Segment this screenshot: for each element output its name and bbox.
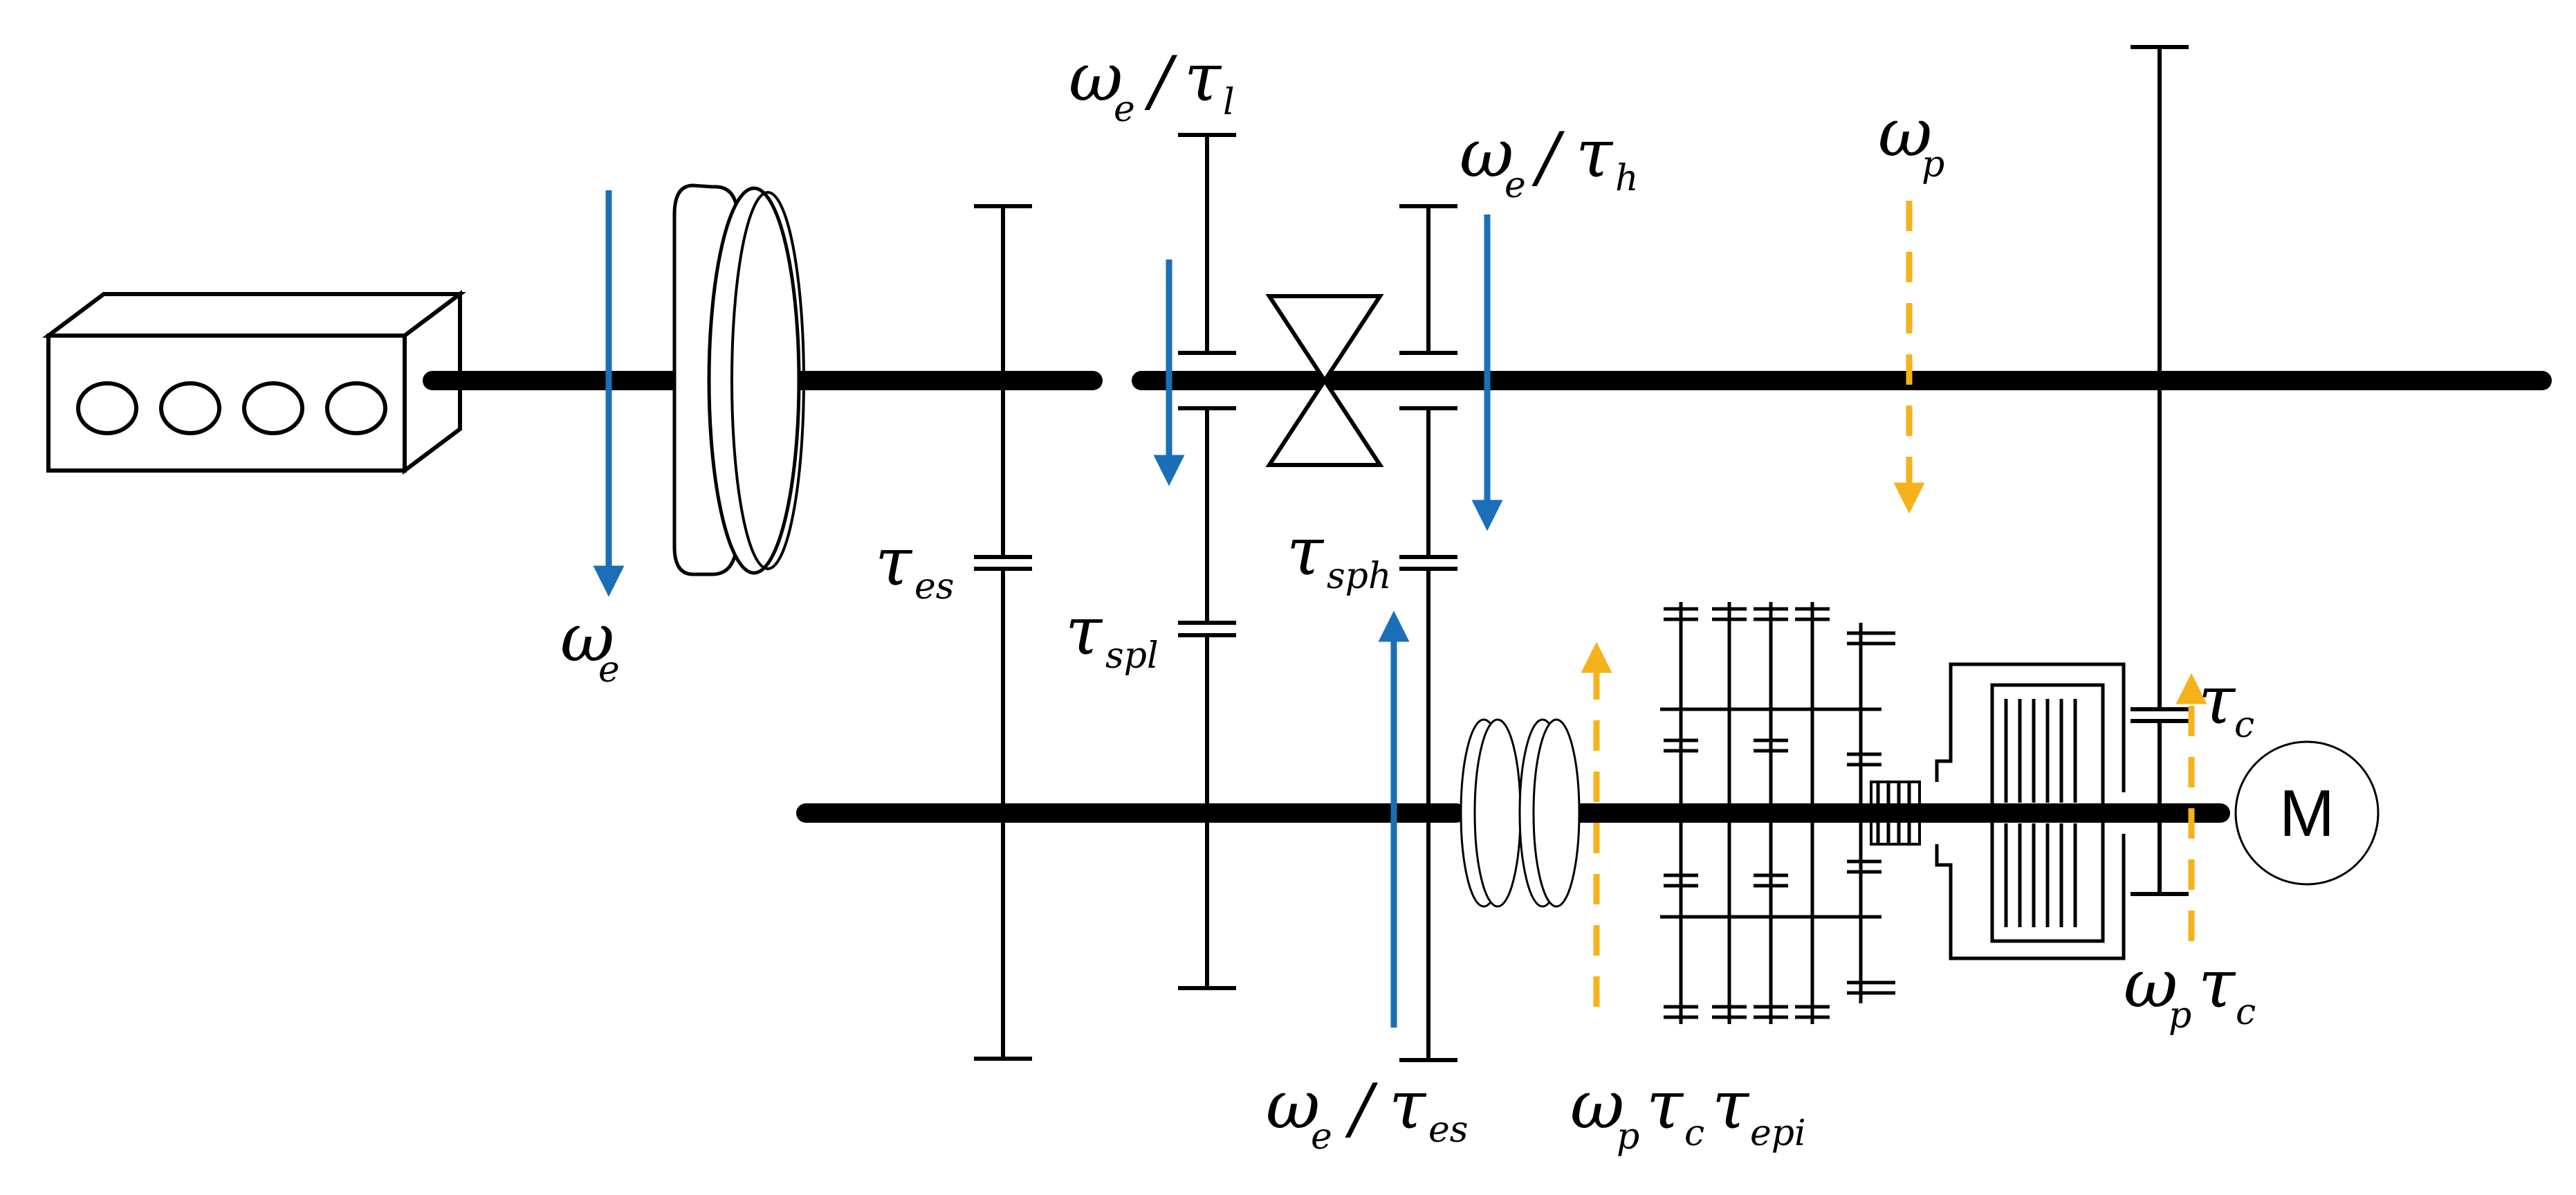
svg-text:ω: ω [1460, 115, 1514, 192]
gear-tau-sph [1399, 204, 1457, 1062]
svg-text:/: / [1144, 42, 1178, 120]
svg-text:τ: τ [1184, 39, 1222, 116]
svg-text:τ: τ [2198, 945, 2236, 1023]
engine-cylinder-2 [159, 381, 221, 435]
svg-text:ω: ω [2124, 945, 2178, 1023]
svg-text:ω: ω [560, 599, 614, 677]
svg-text:h: h [1615, 158, 1639, 199]
label-tau-c: τ c [2198, 662, 2254, 746]
svg-text:τ: τ [1646, 1066, 1684, 1144]
svg-text:e: e [598, 649, 620, 691]
svg-text:e: e [1311, 1116, 1332, 1158]
svg-text:τ: τ [1712, 1066, 1750, 1144]
electric-motor: M [2234, 740, 2380, 886]
svg-text:p: p [1922, 144, 1944, 185]
svg-text:ω: ω [1266, 1066, 1320, 1144]
svg-text:epi: epi [1750, 1113, 1806, 1154]
svg-text:e: e [1505, 165, 1526, 206]
svg-text:es: es [1428, 1109, 1468, 1151]
svg-text:spl: spl [1105, 635, 1159, 677]
label-omega-e-over-tau-l: ω e / τ l [1069, 39, 1235, 130]
gear-tau-c [2131, 45, 2189, 896]
svg-text:l: l [1223, 82, 1235, 123]
svg-text:e: e [1114, 89, 1135, 130]
svg-text:ω: ω [1069, 39, 1123, 116]
engine-cylinder-4 [325, 381, 387, 435]
svg-text:/: / [1531, 118, 1565, 196]
svg-text:ω: ω [1570, 1066, 1624, 1144]
synchronizer-clutch [1265, 294, 1384, 467]
planetary-gearset [1660, 602, 1921, 1024]
flywheel [672, 183, 805, 576]
engine-cylinder-1 [76, 381, 138, 435]
svg-text:τ: τ [1576, 115, 1614, 192]
label-omega-p-tau-c-tau-epi: ω p τ c τ epi [1570, 1066, 1806, 1158]
svg-text:τ: τ [875, 523, 913, 601]
svg-text:p: p [2169, 995, 2191, 1037]
svg-text:c: c [1684, 1113, 1704, 1154]
svg-text:c: c [2236, 992, 2256, 1033]
svg-text:c: c [2234, 704, 2254, 746]
label-tau-es: τ es [875, 523, 954, 608]
svg-text:τ: τ [2198, 662, 2236, 739]
engine-cylinder-3 [242, 381, 304, 435]
lower-disc-clutch [1460, 718, 1581, 908]
svg-text:τ: τ [1389, 1066, 1427, 1144]
gear-tau-es-upper [974, 204, 1032, 1061]
gear-tau-spl [1178, 133, 1236, 990]
svg-text:ω: ω [1878, 94, 1932, 172]
label-omega-e: ω e [560, 599, 620, 691]
svg-text:τ: τ [1065, 592, 1103, 670]
svg-text:sph: sph [1327, 556, 1391, 597]
svg-text:τ: τ [1287, 513, 1325, 590]
label-omega-p-tau-c: ω p τ c [2124, 945, 2256, 1037]
label-tau-spl: τ spl [1065, 592, 1159, 677]
svg-text:/: / [1345, 1070, 1379, 1147]
label-omega-e-over-tau-es: ω e / τ es [1266, 1066, 1468, 1158]
label-omega-e-over-tau-h: ω e / τ h [1460, 115, 1639, 206]
motor-label: M [2279, 776, 2335, 850]
wet-clutch-pack [1935, 662, 2126, 960]
label-tau-sph: τ sph [1287, 513, 1391, 597]
svg-text:p: p [1617, 1116, 1639, 1158]
svg-text:es: es [914, 566, 954, 608]
engine-block [42, 290, 466, 475]
label-omega-p: ω p [1878, 94, 1944, 185]
